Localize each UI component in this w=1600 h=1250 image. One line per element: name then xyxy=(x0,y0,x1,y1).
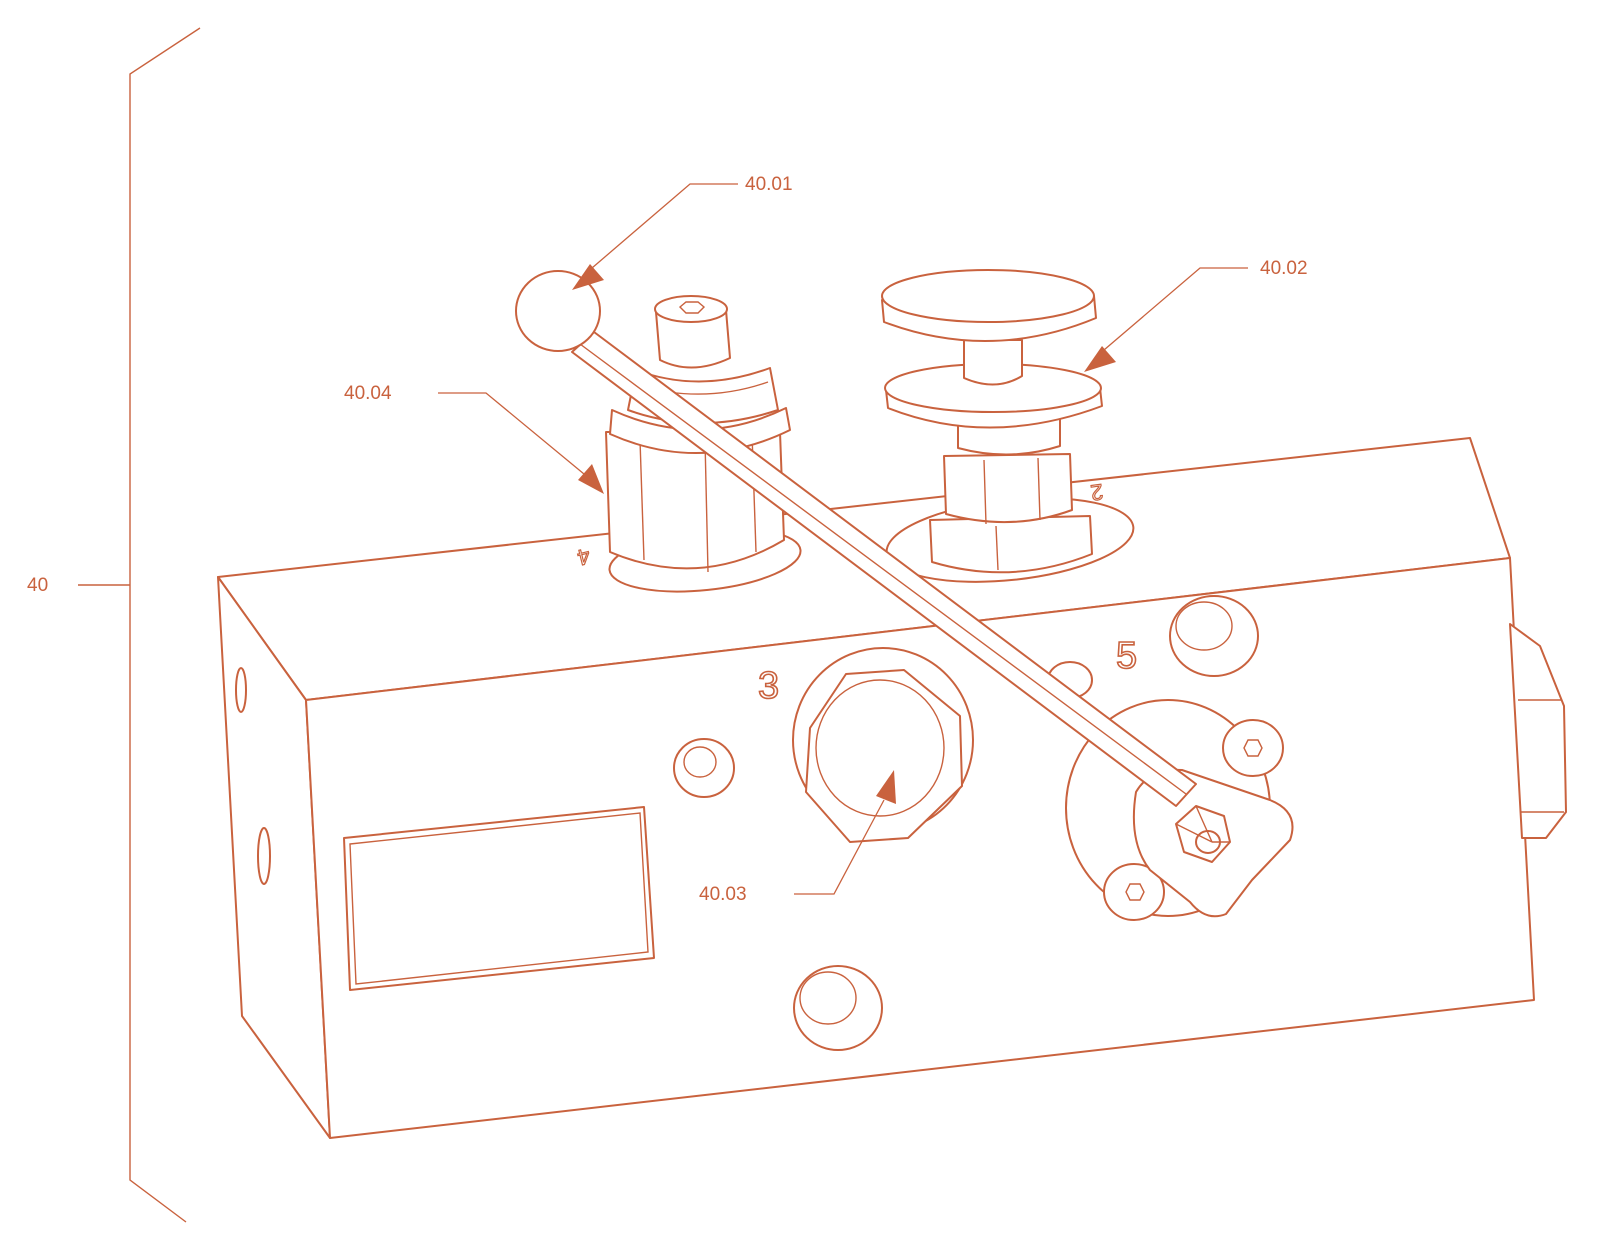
label-40-03: 40.03 xyxy=(699,884,747,905)
arrow-40-03 xyxy=(876,770,896,804)
label-40: 40 xyxy=(27,575,49,596)
assembly-bracket xyxy=(78,27,201,1223)
port-number-5: 5 xyxy=(1116,635,1137,677)
label-40-01: 40.01 xyxy=(745,174,793,195)
leader-lines xyxy=(438,183,1248,895)
front-fasteners xyxy=(673,595,1259,1051)
label-40-02: 40.02 xyxy=(1260,258,1308,279)
arrow-40-04 xyxy=(578,464,604,494)
port-number-2: 2 xyxy=(1089,479,1105,505)
arrow-40-01 xyxy=(572,264,604,290)
hex-plug-40-03 xyxy=(792,647,974,843)
port-number-3: 3 xyxy=(758,665,779,707)
label-40-04: 40.04 xyxy=(344,383,392,404)
arrow-40-02 xyxy=(1084,346,1116,372)
lever-40-01 xyxy=(515,270,1197,807)
push-button-40-02 xyxy=(881,269,1103,574)
